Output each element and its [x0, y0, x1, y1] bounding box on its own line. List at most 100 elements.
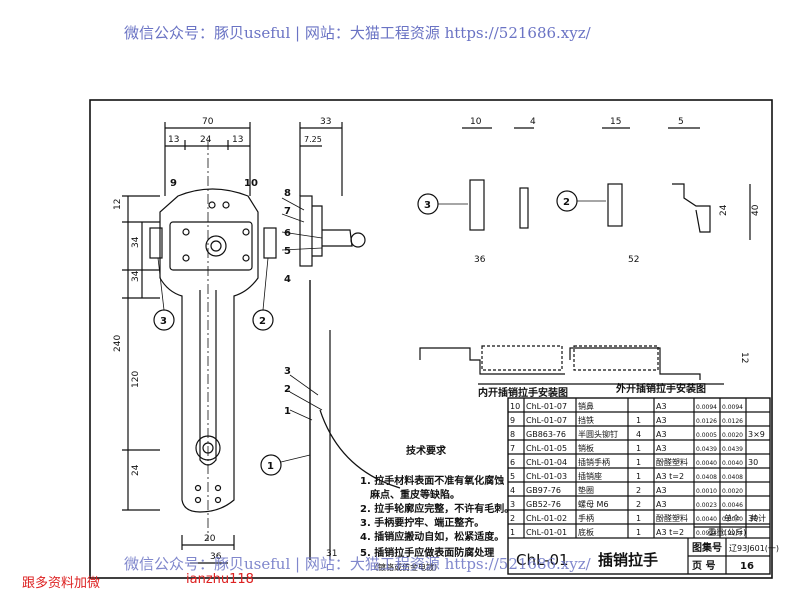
bom-cell-code: ChL-01-05	[526, 444, 567, 453]
dim-52: 52	[628, 255, 639, 265]
base-plate	[159, 188, 259, 513]
bom-cell-name: 插销座	[578, 471, 602, 481]
bom-cell-mat: A3 t=2	[656, 528, 684, 537]
dim-12: 12	[113, 199, 123, 210]
bom-cell-w1: 0.0439	[696, 446, 717, 453]
part-10-detail	[672, 183, 711, 233]
bom-cell-qty: 1	[636, 528, 641, 537]
promo-wechat-id: ianzhu118	[186, 572, 254, 587]
dim-31: 31	[326, 549, 337, 559]
latch-seat	[169, 221, 253, 271]
left-bracket	[149, 227, 163, 259]
part-2-detail	[607, 183, 623, 227]
bom-cell-note: 30	[748, 458, 758, 467]
watermark-top: 微信公众号：豚贝useful | 网站：大猫工程资源 https://52168…	[124, 24, 591, 42]
bom-cell-mat: A3	[656, 500, 667, 509]
dim-13b: 13	[232, 135, 243, 145]
callout-8: 8	[284, 188, 291, 199]
bom-cell-name: 销板	[578, 443, 594, 453]
bom-cell-mat: A3	[656, 416, 667, 425]
bom-table	[507, 397, 771, 575]
bom-cell-no: 10	[510, 402, 520, 411]
bom-cell-no: 9	[510, 416, 515, 425]
bom-cell-no: 5	[510, 472, 515, 481]
bom-cell-w1: 0.0005	[696, 432, 717, 439]
callout-6: 6	[284, 228, 291, 239]
bom-cell-w1: 0.0126	[696, 418, 717, 425]
bom-cell-w2: 0.0020	[722, 488, 743, 495]
callout-1-front	[260, 454, 282, 476]
promo-text: 跟多资料加微	[22, 576, 101, 591]
bom-cell-w1: 0.0934	[696, 530, 717, 537]
bom-cell-qty: 1	[636, 514, 641, 523]
bom-cell-w2: 0.0408	[722, 474, 743, 481]
bom-cell-no: 6	[510, 458, 515, 467]
bom-cell-code: ChL-01-02	[526, 514, 567, 523]
dim-4: 4	[530, 117, 536, 127]
dim-24c: 24	[719, 204, 729, 216]
bom-cell-code: GB97-76	[526, 486, 561, 495]
dim-20: 20	[204, 534, 216, 544]
callout-circle-2-detail: 2	[563, 197, 570, 208]
bom-cell-code: ChL-01-07	[526, 402, 567, 411]
bom-cell-code: ChL-01-03	[526, 472, 567, 481]
callout-2: 2	[284, 384, 291, 395]
bom-cell-qty: 2	[636, 486, 641, 495]
bom-cell-no: 1	[510, 528, 515, 537]
dim-33: 33	[320, 117, 331, 127]
bom-cell-w2: 0.0020	[722, 432, 743, 439]
bom-cell-w1: 0.0040	[696, 460, 717, 467]
dim-36: 36	[210, 552, 222, 562]
dim-15: 15	[610, 117, 621, 127]
bom-cell-name: 插销手柄	[578, 457, 610, 467]
dim-13a: 13	[168, 135, 179, 145]
callout-3: 3	[284, 366, 291, 377]
bom-cell-qty: 1	[636, 472, 641, 481]
bom-cell-code: ChL-01-01	[526, 528, 567, 537]
bom-cell-code: ChL-01-07	[526, 416, 567, 425]
bom-cell-no: 3	[510, 500, 515, 509]
dim-40: 40	[751, 204, 761, 216]
callout-circle-1-front: 1	[267, 461, 274, 472]
bom-cell-name: 销鼻	[578, 401, 594, 411]
bom-cell-mat: 酚醛塑料	[656, 457, 688, 467]
bom-cell-w2: 0.0126	[722, 418, 743, 425]
bom-cell-name: 手柄	[578, 513, 594, 523]
dim-240: 240	[113, 335, 123, 352]
page-number: 16	[740, 561, 754, 572]
bom-cell-w1: 0.0040	[696, 516, 717, 523]
bom-cell-w2: 0.0040	[722, 516, 743, 523]
bom-cell-w2: 0.0046	[722, 502, 743, 509]
right-bracket	[263, 227, 277, 259]
bom-cell-mat: 酚醛塑料	[656, 513, 688, 523]
dim-34b: 34	[131, 270, 141, 282]
bom-cell-name: 底板	[578, 527, 594, 537]
callout-1: 1	[284, 406, 291, 417]
bom-cell-qty: 2	[636, 500, 641, 509]
tech-line-3: 2. 拉手轮廓应完整，不许有毛刺。	[360, 502, 514, 515]
bom-cell-qty: 1	[636, 458, 641, 467]
bom-cell-w1: 0.0094	[696, 404, 717, 411]
part-3-detail	[469, 179, 485, 231]
bom-cell-mat: A3	[656, 402, 667, 411]
bom-cell-code: ChL-01-04	[526, 458, 567, 467]
bom-cell-qty: 1	[636, 416, 641, 425]
bom-cell-qty: 4	[636, 430, 641, 439]
tech-line-5: 4. 插销应搬动自如，松紧适度。	[360, 530, 504, 543]
bom-cell-w2: 0.0439	[722, 446, 743, 453]
bom-header-weight: 重量(公斤)	[708, 527, 746, 537]
bom-cell-name: 挡铁	[578, 415, 594, 425]
dim-24b: 24	[131, 464, 141, 476]
outer-install-title: 外开插销拉手安装图	[615, 382, 706, 395]
drawing-number: ChL-01	[516, 551, 569, 569]
side-view-plate	[299, 195, 313, 267]
callout-circle-2-front: 2	[259, 316, 266, 327]
dim-5: 5	[678, 117, 684, 127]
bom-cell-mat: A3	[656, 444, 667, 453]
bom-cell-note: 30	[748, 514, 758, 523]
bom-cell-mat: A3	[656, 486, 667, 495]
tech-line-4: 3. 手柄要拧牢、端正整齐。	[360, 516, 484, 529]
dim-7-25: 7.25	[304, 135, 322, 144]
